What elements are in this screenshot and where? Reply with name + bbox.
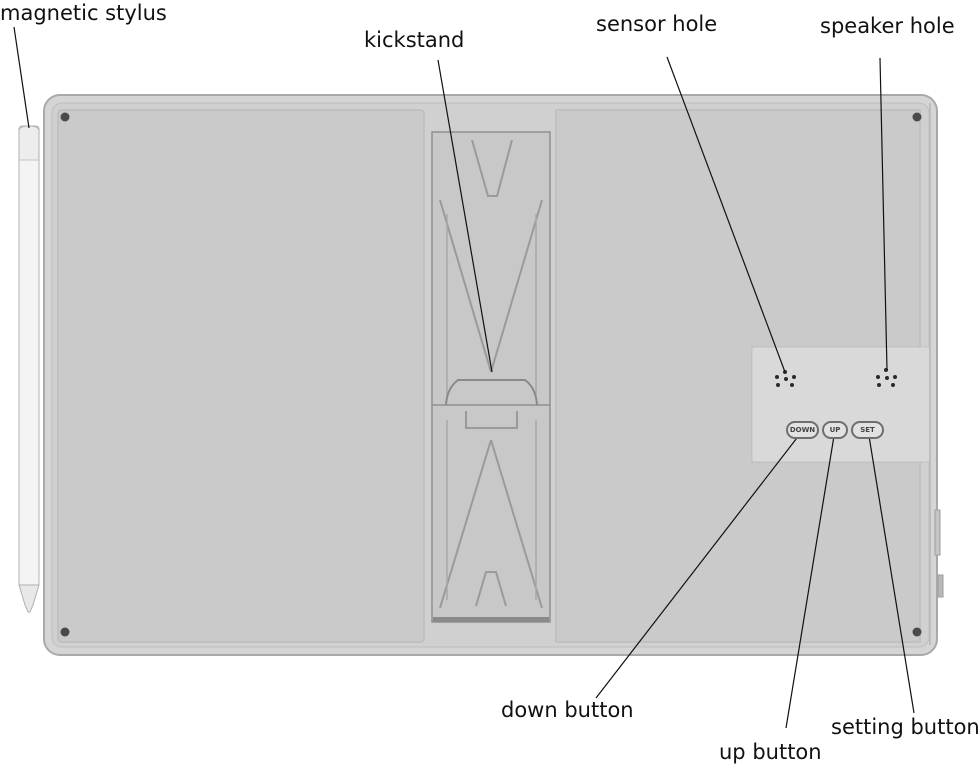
label-speaker-hole: speaker hole — [820, 14, 955, 38]
kickstand-leader — [437, 59, 493, 373]
speaker-leader — [879, 57, 888, 371]
sensor-leader — [666, 56, 786, 373]
sensor-hole — [775, 370, 796, 387]
label-sensor-hole: sensor hole — [596, 12, 718, 36]
up-button[interactable]: UP — [822, 421, 848, 439]
stylus-leader — [13, 26, 30, 129]
setting-leader — [868, 435, 915, 714]
label-setting-button: setting button — [831, 715, 980, 739]
down-button[interactable]: DOWN — [786, 421, 819, 439]
set-button[interactable]: SET — [851, 421, 884, 439]
magnetic-stylus — [18, 125, 40, 613]
kickstand — [431, 131, 551, 623]
up-leader — [785, 435, 835, 729]
label-down-button: down button — [501, 698, 634, 722]
label-magnetic-stylus: magnetic stylus — [0, 1, 167, 25]
speaker-hole — [876, 368, 897, 387]
label-up-button: up button — [719, 740, 822, 764]
down-leader — [595, 433, 801, 699]
leader-lines — [13, 26, 915, 729]
label-kickstand: kickstand — [364, 28, 465, 52]
